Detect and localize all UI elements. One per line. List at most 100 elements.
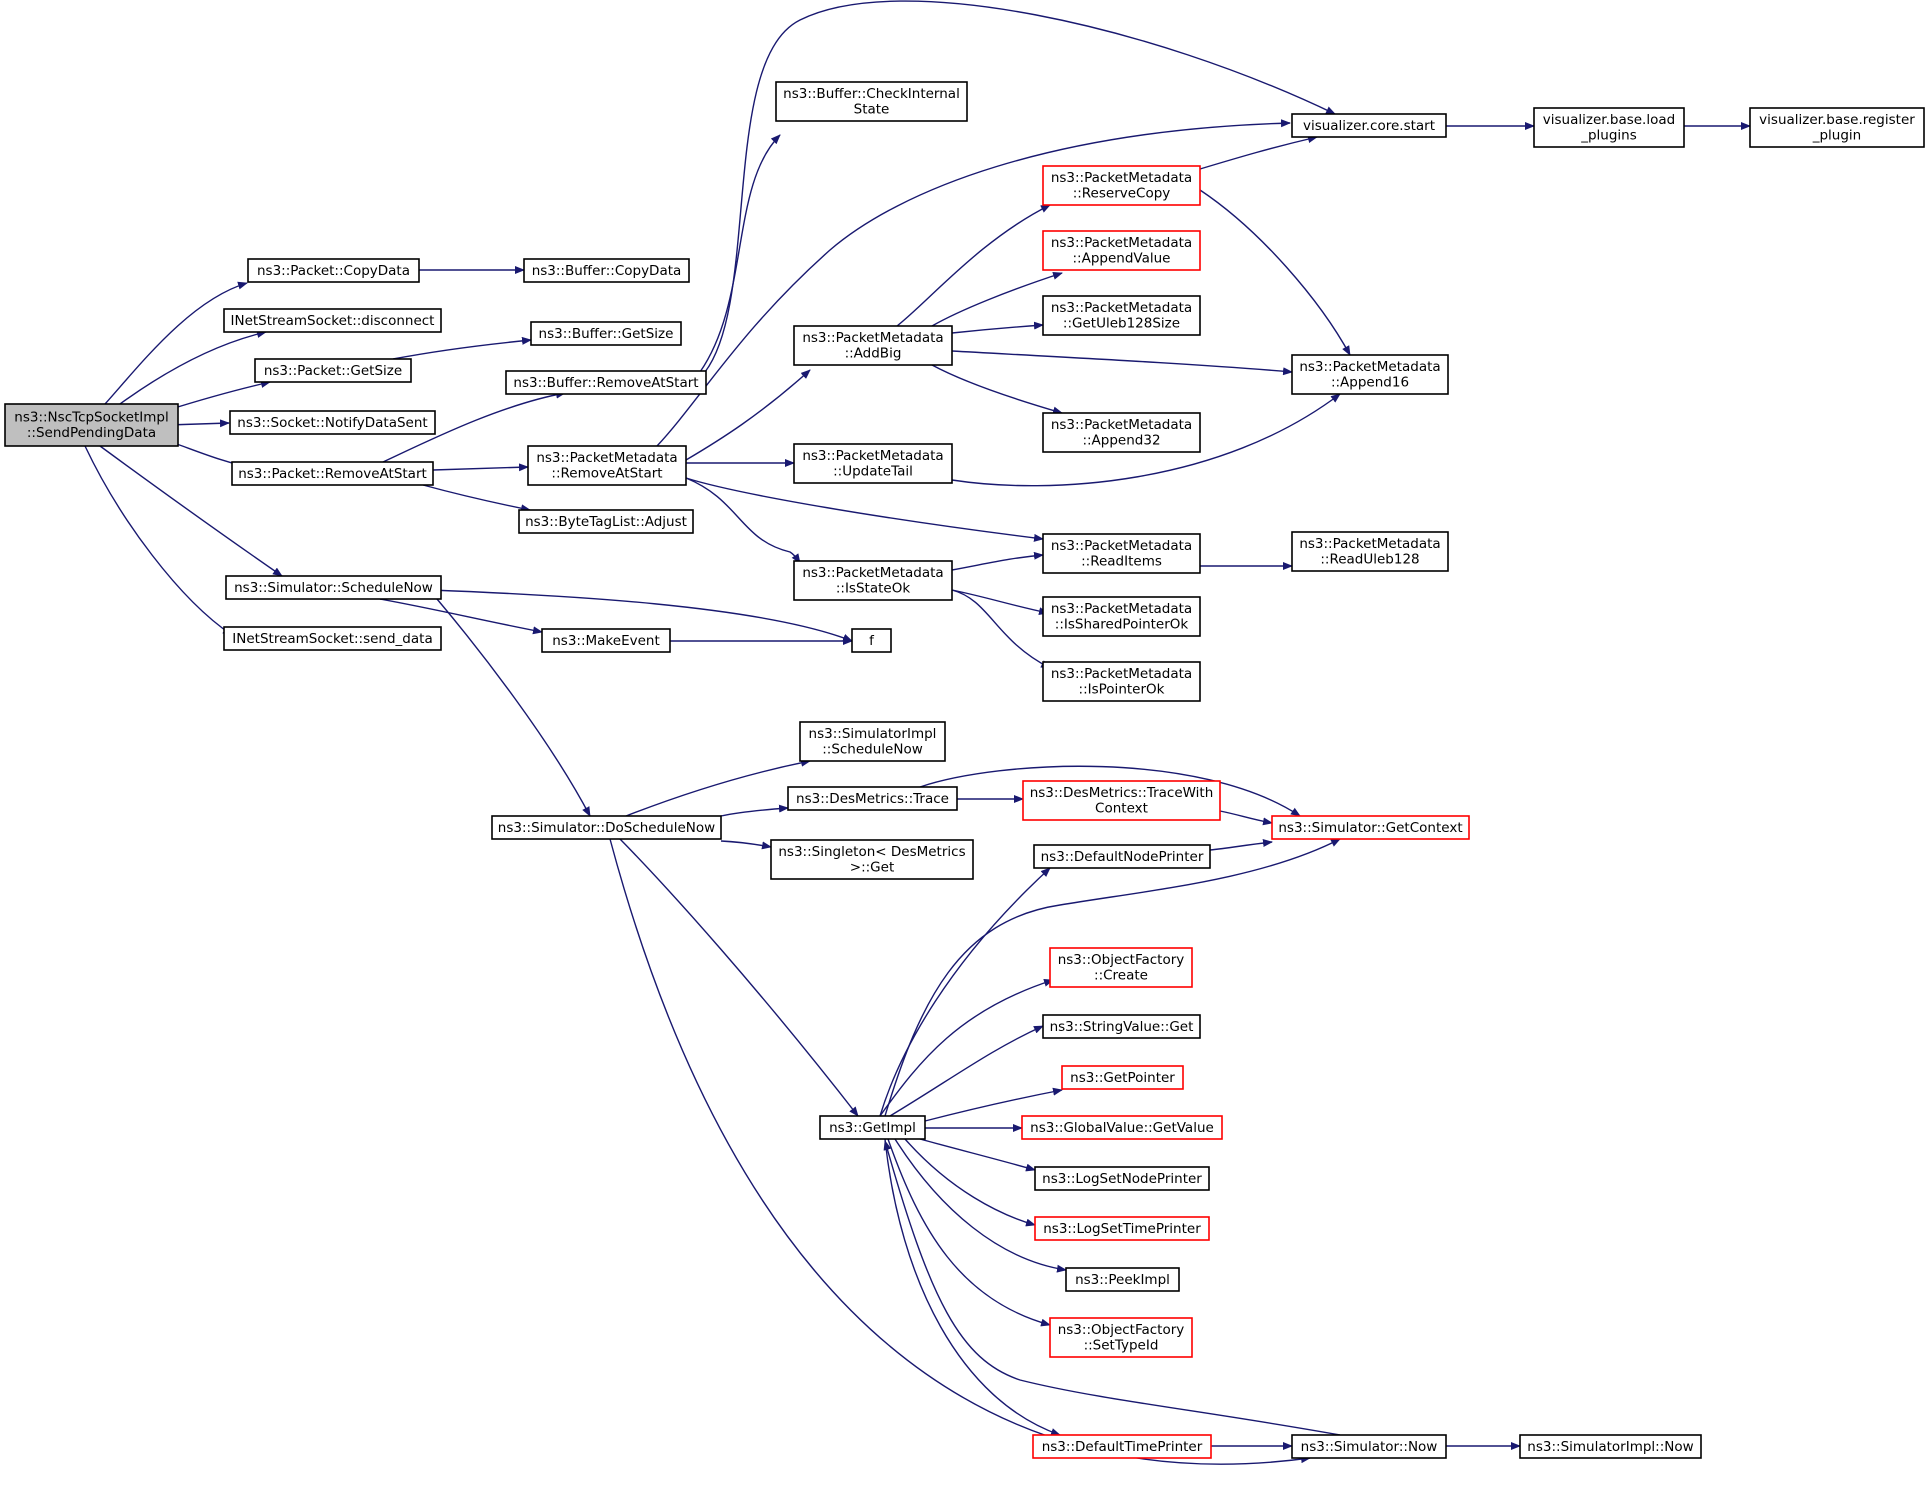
node-box[interactable] — [523, 258, 690, 283]
node-box[interactable] — [1291, 354, 1449, 395]
node-simimplsched[interactable]: ns3::SimulatorImpl::ScheduleNow — [799, 721, 946, 762]
node-updatetail[interactable]: ns3::PacketMetadata::UpdateTail — [793, 443, 953, 484]
node-box[interactable] — [1042, 661, 1201, 702]
node-box[interactable] — [247, 258, 420, 283]
node-peekimpl[interactable]: ns3::PeekImpl — [1065, 1267, 1180, 1292]
node-box[interactable] — [1065, 1267, 1180, 1292]
node-box[interactable] — [223, 626, 442, 651]
node-box[interactable] — [799, 721, 946, 762]
node-disconnect[interactable]: INetStreamSocket::disconnect — [223, 308, 442, 333]
node-bufcopy[interactable]: ns3::Buffer::CopyData — [523, 258, 690, 283]
node-box[interactable] — [1022, 780, 1221, 821]
node-box[interactable] — [1291, 113, 1447, 138]
node-box[interactable] — [1749, 107, 1925, 148]
node-addbig[interactable]: ns3::PacketMetadata::AddBig — [793, 325, 953, 366]
node-box[interactable] — [518, 509, 694, 534]
node-bytetag[interactable]: ns3::ByteTagList::Adjust — [518, 509, 694, 534]
node-box[interactable] — [491, 815, 722, 840]
node-vizload[interactable]: visualizer.base.load_plugins — [1533, 107, 1685, 148]
node-readitems[interactable]: ns3::PacketMetadata::ReadItems — [1042, 533, 1201, 574]
node-box[interactable] — [1291, 1434, 1447, 1459]
node-box[interactable] — [793, 325, 953, 366]
node-box[interactable] — [1042, 230, 1201, 271]
node-box[interactable] — [505, 370, 707, 395]
node-simnow[interactable]: ns3::Simulator::Now — [1291, 1434, 1447, 1459]
node-globalget[interactable]: ns3::GlobalValue::GetValue — [1021, 1115, 1223, 1140]
node-makeevent[interactable]: ns3::MakeEvent — [541, 628, 671, 653]
node-isstateok[interactable]: ns3::PacketMetadata::IsStateOk — [793, 560, 953, 601]
node-getimpl[interactable]: ns3::GetImpl — [819, 1115, 926, 1140]
node-desmetrics[interactable]: ns3::DesMetrics::Trace — [787, 786, 958, 811]
node-box[interactable] — [1042, 412, 1201, 453]
node-defnodeprinter[interactable]: ns3::DefaultNodePrinter — [1033, 844, 1211, 869]
node-box[interactable] — [775, 81, 968, 122]
node-pmremove[interactable]: ns3::PacketMetadata::RemoveAtStart — [527, 445, 687, 486]
node-box[interactable] — [1034, 1216, 1210, 1241]
node-box[interactable] — [1533, 107, 1685, 148]
node-schedulenow[interactable]: ns3::Simulator::ScheduleNow — [225, 575, 442, 600]
node-getcontext[interactable]: ns3::Simulator::GetContext — [1271, 815, 1470, 840]
node-root[interactable]: ns3::NscTcpSocketImpl::SendPendingData — [4, 403, 179, 447]
node-box[interactable] — [530, 321, 682, 346]
node-stringget[interactable]: ns3::StringValue::Get — [1042, 1014, 1201, 1039]
node-issharedptr[interactable]: ns3::PacketMetadata::IsSharedPointerOk — [1042, 596, 1201, 637]
node-senddata[interactable]: INetStreamSocket::send_data — [223, 626, 442, 651]
node-isptrok[interactable]: ns3::PacketMetadata::IsPointerOk — [1042, 661, 1201, 702]
node-bufremove[interactable]: ns3::Buffer::RemoveAtStart — [505, 370, 707, 395]
node-append32[interactable]: ns3::PacketMetadata::Append32 — [1042, 412, 1201, 453]
node-box[interactable] — [1042, 533, 1201, 574]
node-getuleb[interactable]: ns3::PacketMetadata::GetUleb128Size — [1042, 295, 1201, 336]
node-box[interactable] — [793, 560, 953, 601]
node-box[interactable] — [527, 445, 687, 486]
node-readuleb[interactable]: ns3::PacketMetadata::ReadUleb128 — [1291, 531, 1449, 572]
node-box[interactable] — [1049, 1317, 1193, 1358]
node-box[interactable] — [787, 786, 958, 811]
node-vizstart[interactable]: visualizer.core.start — [1291, 113, 1447, 138]
node-box[interactable] — [819, 1115, 926, 1140]
node-logtime[interactable]: ns3::LogSetTimePrinter — [1034, 1216, 1210, 1241]
node-box[interactable] — [851, 628, 892, 653]
node-box[interactable] — [1042, 165, 1201, 206]
node-vizreg[interactable]: visualizer.base.register_plugin — [1749, 107, 1925, 148]
node-box[interactable] — [770, 839, 974, 880]
node-box[interactable] — [1271, 815, 1470, 840]
node-box[interactable] — [1034, 1166, 1210, 1191]
node-reservecopy[interactable]: ns3::PacketMetadata::ReserveCopy — [1042, 165, 1201, 206]
node-box[interactable] — [223, 308, 442, 333]
node-box[interactable] — [1042, 295, 1201, 336]
node-doschedule[interactable]: ns3::Simulator::DoScheduleNow — [491, 815, 722, 840]
node-bufgetsize[interactable]: ns3::Buffer::GetSize — [530, 321, 682, 346]
node-box[interactable] — [1042, 1014, 1201, 1039]
node-box[interactable] — [231, 461, 434, 486]
node-box[interactable] — [541, 628, 671, 653]
node-box[interactable] — [1061, 1065, 1184, 1090]
node-box[interactable] — [225, 575, 442, 600]
node-simimplnow[interactable]: ns3::SimulatorImpl::Now — [1519, 1434, 1702, 1459]
node-copydata[interactable]: ns3::Packet::CopyData — [247, 258, 420, 283]
node-append16[interactable]: ns3::PacketMetadata::Append16 — [1291, 354, 1449, 395]
node-box[interactable] — [1049, 947, 1193, 988]
node-ofcreate[interactable]: ns3::ObjectFactory::Create — [1049, 947, 1193, 988]
node-appendvalue[interactable]: ns3::PacketMetadata::AppendValue — [1042, 230, 1201, 271]
node-box[interactable] — [1291, 531, 1449, 572]
node-f[interactable]: f — [851, 628, 892, 653]
node-box[interactable] — [1519, 1434, 1702, 1459]
node-box[interactable] — [1042, 596, 1201, 637]
node-singleton[interactable]: ns3::Singleton< DesMetrics>::Get — [770, 839, 974, 880]
node-box[interactable] — [229, 410, 436, 435]
node-deftime[interactable]: ns3::DefaultTimePrinter — [1032, 1434, 1212, 1459]
node-pktgetsize[interactable]: ns3::Packet::GetSize — [254, 358, 412, 383]
node-box[interactable] — [1033, 844, 1211, 869]
node-ofsettype[interactable]: ns3::ObjectFactory::SetTypeId — [1049, 1317, 1193, 1358]
node-notify[interactable]: ns3::Socket::NotifyDataSent — [229, 410, 436, 435]
node-box[interactable] — [4, 403, 179, 447]
node-box[interactable] — [1021, 1115, 1223, 1140]
node-lognode[interactable]: ns3::LogSetNodePrinter — [1034, 1166, 1210, 1191]
node-box[interactable] — [254, 358, 412, 383]
node-pktremove[interactable]: ns3::Packet::RemoveAtStart — [231, 461, 434, 486]
node-getpointer[interactable]: ns3::GetPointer — [1061, 1065, 1184, 1090]
node-box[interactable] — [793, 443, 953, 484]
node-box[interactable] — [1032, 1434, 1212, 1459]
